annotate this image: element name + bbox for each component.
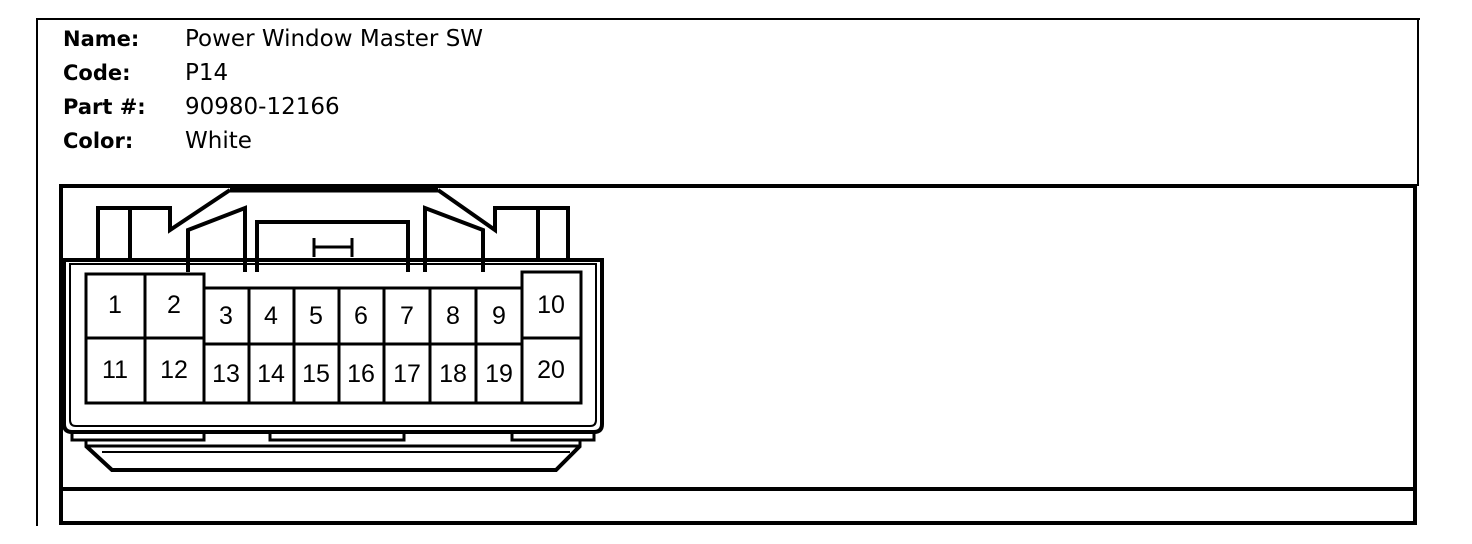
pin-cavity-15: [292, 342, 341, 405]
pin-label-11: 11: [102, 356, 128, 384]
pin-label-12: 12: [160, 356, 188, 384]
diagram-box: [59, 184, 1417, 525]
pin-label-1: 1: [108, 291, 122, 319]
pin-label-4: 4: [264, 302, 278, 330]
outer-frame-right: [1417, 18, 1419, 186]
pin-cavity-13: [202, 342, 251, 405]
outer-frame-left: [36, 18, 38, 526]
housing-right-bevel: [423, 205, 485, 272]
pin-label-20: 20: [537, 356, 565, 384]
color-value: White: [185, 128, 252, 154]
bottom-rail-center: [268, 432, 406, 442]
housing-left-bevel: [186, 205, 247, 272]
connector-housing: [62, 187, 604, 472]
bottom-skirt-top: [84, 440, 582, 448]
pin-cavity-2: [143, 272, 206, 340]
color-label: Color:: [63, 129, 134, 153]
pin-label-7: 7: [400, 302, 414, 330]
code-value: P14: [185, 60, 229, 86]
pin-cavities: [84, 270, 583, 405]
pin-label-17: 17: [393, 360, 421, 388]
pin-label-3: 3: [219, 302, 233, 330]
pin-cavity-16: [337, 342, 386, 405]
pin-label-9: 9: [492, 302, 506, 330]
part-number-label: Part #:: [63, 95, 146, 119]
housing-body-inner: [69, 263, 597, 427]
housing-right-tab: [436, 188, 570, 260]
pin-label-6: 6: [354, 302, 368, 330]
housing-left-tab: [96, 188, 232, 260]
pin-cavity-7: [382, 286, 432, 346]
pin-label-5: 5: [309, 302, 323, 330]
pin-label-19: 19: [485, 360, 513, 388]
pin-cavity-20: [520, 336, 583, 405]
pin-label-10: 10: [537, 291, 565, 319]
pin-label-16: 16: [347, 360, 375, 388]
pin-label-8: 8: [446, 302, 460, 330]
pin-label-15: 15: [302, 360, 330, 388]
bottom-rail-right: [510, 432, 596, 442]
bottom-rail-left: [70, 432, 206, 442]
name-label: Name:: [63, 27, 140, 51]
pin-cavity-19: [474, 342, 524, 405]
pin-label-18: 18: [439, 360, 467, 388]
part-number-value: 90980-12166: [185, 94, 340, 120]
pin-label-13: 13: [212, 360, 240, 388]
pin-cavity-11: [84, 336, 147, 405]
pin-cavity-5: [292, 286, 341, 346]
pin-cavity-4: [247, 286, 296, 346]
pin-cavity-10: [520, 270, 583, 340]
pin-label-2: 2: [167, 291, 181, 319]
pin-cavity-12: [143, 336, 206, 405]
pin-cavity-9: [474, 286, 524, 346]
code-label: Code:: [63, 61, 131, 85]
bottom-skirt: [84, 444, 582, 472]
diagram-frame: [59, 184, 1417, 525]
housing-lock-frame: [255, 220, 410, 272]
outer-frame-top: [36, 18, 1420, 20]
name-value: Power Window Master SW: [185, 26, 484, 52]
pin-labels: 1 2 3 4 5 6 7 8 9 10 11 12 13 14 15 16 1…: [102, 291, 565, 388]
pin-label-14: 14: [257, 360, 285, 388]
